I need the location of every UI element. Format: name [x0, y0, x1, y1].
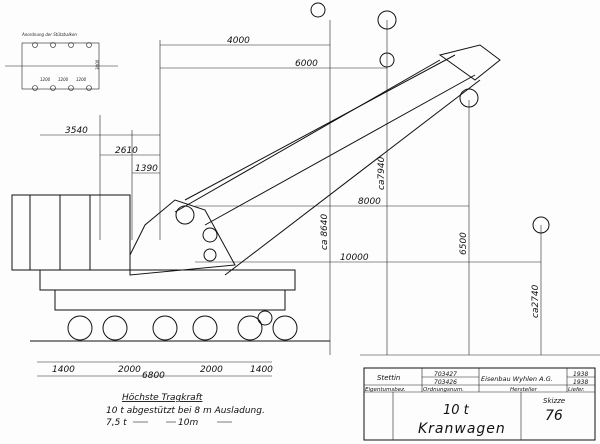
number-1: 703427	[434, 371, 457, 378]
year-2: 1938	[573, 379, 588, 386]
dim-3540: 3540	[65, 126, 88, 136]
outrigger-inset: Anordnung der Stützbalken 1200 1200 1200…	[5, 32, 118, 91]
number-2: 703426	[434, 379, 457, 386]
owner: Stettin	[377, 374, 400, 382]
title-block: Stettin 703427 703426 Eisenbau Wyhlen A.…	[363, 367, 596, 441]
label-manufacturer: Hersteller	[510, 387, 538, 393]
dim-2610: 2610	[115, 146, 138, 156]
inset-spacing-3: 1200	[76, 77, 87, 82]
dimension-labels: 4000 6000 3540 2610 1390 8000 10000 ca 8…	[52, 36, 541, 381]
dim-ca-8640: ca 8640	[320, 213, 330, 250]
label-number: Ordnungsnum.	[423, 387, 464, 393]
dim-ca-7940: ca7940	[377, 156, 387, 190]
reach-lines	[40, 20, 600, 356]
capacity-note: Höchste Tragkraft 10 t abgestützt bei 8 …	[106, 393, 265, 428]
capacity-load: 7,5 t	[106, 418, 127, 428]
dim-1390: 1390	[135, 164, 158, 174]
hook-icons	[310, 2, 550, 234]
sketch-label: Skizze	[543, 397, 565, 405]
dim-6500: 6500	[459, 232, 469, 255]
crane-body	[11, 194, 296, 311]
year-1: 1938	[573, 371, 588, 378]
inset-title: Anordnung der Stützbalken	[21, 32, 77, 37]
inset-spacing-2: 1200	[58, 77, 69, 82]
crane-boom	[174, 44, 501, 276]
bottom-dimension-lines	[37, 361, 272, 377]
dim-8000: 8000	[358, 197, 381, 207]
dim-overall-6800: 6800	[142, 371, 165, 381]
label-delivery: Liefer.	[568, 387, 585, 393]
capacity-line-1: 10 t abgestützt bei 8 m Ausladung.	[106, 406, 265, 416]
inset-width: 3000	[95, 59, 100, 70]
dim-6000: 6000	[295, 59, 318, 69]
label-owner: Eigentumsbez.	[365, 387, 406, 393]
capacity-heading: Höchste Tragkraft	[122, 393, 203, 403]
dim-bottom-2000-right: 2000	[200, 365, 223, 375]
dim-bottom-1400-right: 1400	[250, 365, 273, 375]
dim-4000: 4000	[227, 36, 250, 46]
capacity-reach: 10m	[178, 418, 198, 428]
wheelsets	[30, 310, 330, 342]
vehicle-name: Kranwagen	[418, 421, 506, 437]
manufacturer: Eisenbau Wyhlen A.G.	[481, 375, 553, 383]
dim-10000: 10000	[340, 253, 369, 263]
capacity-title: 10 t	[443, 403, 470, 418]
dim-bottom-2000-left: 2000	[118, 365, 141, 375]
dim-ca-2740: ca2740	[531, 284, 541, 318]
dim-bottom-1400-left: 1400	[52, 365, 75, 375]
sketch-number: 76	[545, 408, 563, 424]
inset-spacing-1: 1200	[40, 77, 51, 82]
